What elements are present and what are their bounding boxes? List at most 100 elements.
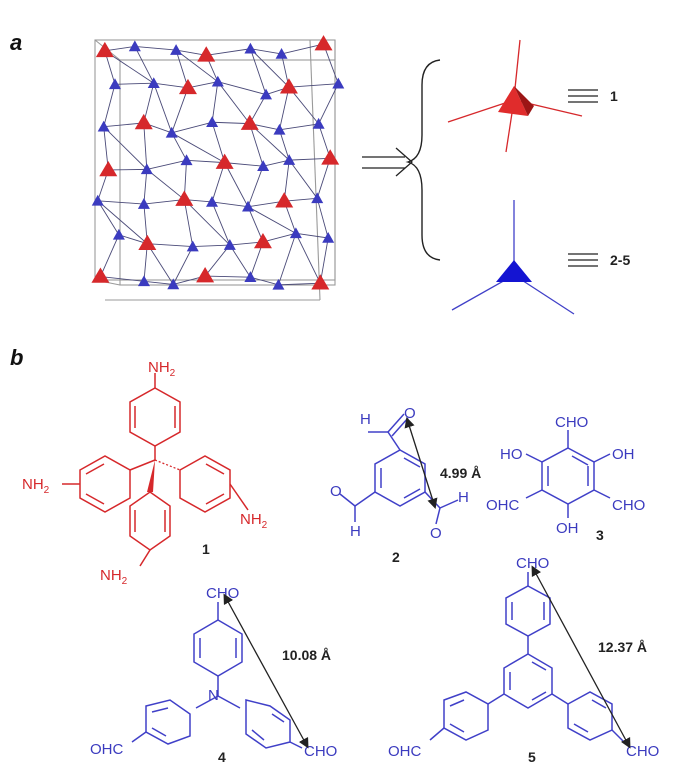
network-edge bbox=[143, 280, 174, 285]
subscript-2: 2 bbox=[170, 368, 176, 379]
svg-text:OHC: OHC bbox=[486, 497, 520, 514]
network-edge bbox=[211, 201, 231, 246]
network-edge bbox=[295, 233, 321, 284]
network-edge bbox=[146, 169, 185, 200]
svg-text:CHO: CHO bbox=[206, 585, 239, 602]
svg-text:H: H bbox=[458, 489, 469, 506]
network-edge bbox=[295, 232, 329, 239]
trigonal-node bbox=[186, 240, 199, 252]
network-edge bbox=[100, 234, 120, 277]
trigonal-node bbox=[242, 200, 255, 212]
network-edge bbox=[318, 123, 331, 159]
network-edge bbox=[103, 126, 148, 170]
tetrahedral-node bbox=[253, 232, 272, 249]
trigonal-node bbox=[260, 88, 273, 100]
network-edge bbox=[108, 168, 147, 171]
network-edge bbox=[288, 83, 339, 88]
trigonal-node bbox=[167, 278, 180, 290]
network-edge bbox=[316, 198, 329, 239]
trigonal-node bbox=[137, 275, 150, 287]
amine-label-left: NH bbox=[22, 476, 44, 493]
compound-number-3: 3 bbox=[596, 527, 604, 543]
trigonal-node bbox=[311, 192, 324, 204]
subscript-2: 2 bbox=[122, 576, 128, 587]
network-edge bbox=[279, 129, 290, 161]
network-edge bbox=[175, 49, 219, 83]
network-edge bbox=[281, 43, 324, 55]
amine-label-top: NH bbox=[148, 359, 170, 376]
tetrahedral-node-icon bbox=[447, 39, 583, 153]
network-edge bbox=[250, 276, 279, 286]
trigonal-node bbox=[170, 44, 183, 55]
trigonal-node bbox=[206, 195, 219, 207]
network-edge bbox=[175, 49, 189, 88]
compound-2-structure: H O O H H O bbox=[330, 405, 469, 542]
svg-text:NH2: NH2 bbox=[240, 511, 268, 531]
svg-text:CHO: CHO bbox=[304, 743, 337, 760]
trigonal-node bbox=[322, 232, 335, 243]
network-edge bbox=[318, 83, 339, 125]
network-edge bbox=[279, 123, 319, 131]
trigonal-node bbox=[108, 78, 121, 90]
implies-arrow bbox=[362, 147, 413, 177]
network-edge bbox=[97, 200, 148, 245]
svg-text:OH: OH bbox=[556, 520, 579, 537]
network-edge bbox=[212, 121, 250, 125]
amine-label-bottom: NH bbox=[100, 567, 122, 584]
equiv-label-1: 1 bbox=[610, 88, 618, 104]
equivalence-red bbox=[568, 89, 598, 103]
network-edge bbox=[104, 45, 135, 52]
network-edge bbox=[146, 243, 174, 285]
network-diagram bbox=[91, 35, 345, 301]
network-edge bbox=[316, 158, 331, 199]
trigonal-node bbox=[283, 154, 296, 165]
svg-text:CHO: CHO bbox=[612, 497, 645, 514]
trigonal-node bbox=[223, 239, 236, 250]
network-edge bbox=[247, 206, 297, 234]
trigonal-node bbox=[289, 227, 302, 239]
network-edge bbox=[118, 234, 148, 245]
compound-number-5: 5 bbox=[528, 749, 536, 765]
trigonal-node bbox=[211, 75, 224, 87]
network-edge bbox=[100, 276, 145, 282]
subscript-2: 2 bbox=[44, 485, 50, 496]
trigonal-node bbox=[272, 278, 285, 290]
network-edge bbox=[250, 48, 267, 95]
tetrahedral-node bbox=[91, 267, 110, 283]
network-edge bbox=[211, 201, 249, 208]
network-edge bbox=[249, 94, 267, 124]
network-edge bbox=[134, 46, 155, 84]
svg-text:N: N bbox=[208, 687, 219, 704]
svg-text:O: O bbox=[330, 483, 342, 500]
svg-text:O: O bbox=[404, 405, 416, 422]
distance-label-2: 4.99 Å bbox=[440, 465, 481, 481]
compound-number-1: 1 bbox=[202, 541, 210, 557]
tetrahedral-node bbox=[134, 113, 153, 130]
tetrahedral-node bbox=[178, 78, 197, 95]
panel-label-b: b bbox=[10, 345, 23, 370]
compound-number-2: 2 bbox=[392, 549, 400, 565]
tetrahedral-node bbox=[311, 274, 330, 290]
network-edge bbox=[153, 82, 189, 89]
network-edge bbox=[250, 48, 290, 88]
network-edge bbox=[176, 49, 207, 56]
network-edge bbox=[247, 165, 264, 207]
equiv-label-2-5: 2-5 bbox=[610, 252, 630, 268]
svg-text:OHC: OHC bbox=[90, 741, 124, 758]
tetrahedral-node bbox=[321, 149, 340, 165]
trigonal-node bbox=[147, 77, 160, 89]
tetrahedral-node bbox=[215, 153, 234, 169]
svg-text:NH2: NH2 bbox=[22, 476, 50, 496]
tetrahedral-node bbox=[99, 160, 118, 177]
svg-text:H: H bbox=[350, 523, 361, 540]
tetrahedral-node bbox=[314, 35, 333, 51]
network-edge bbox=[262, 232, 296, 243]
network-edge bbox=[211, 81, 219, 123]
trigonal-node bbox=[180, 154, 193, 166]
trigonal-node bbox=[128, 40, 141, 52]
network-edge bbox=[143, 199, 185, 205]
svg-text:OHC: OHC bbox=[388, 743, 422, 760]
network-nodes bbox=[91, 35, 345, 290]
network-edge bbox=[134, 45, 177, 51]
network-edge bbox=[183, 199, 194, 247]
